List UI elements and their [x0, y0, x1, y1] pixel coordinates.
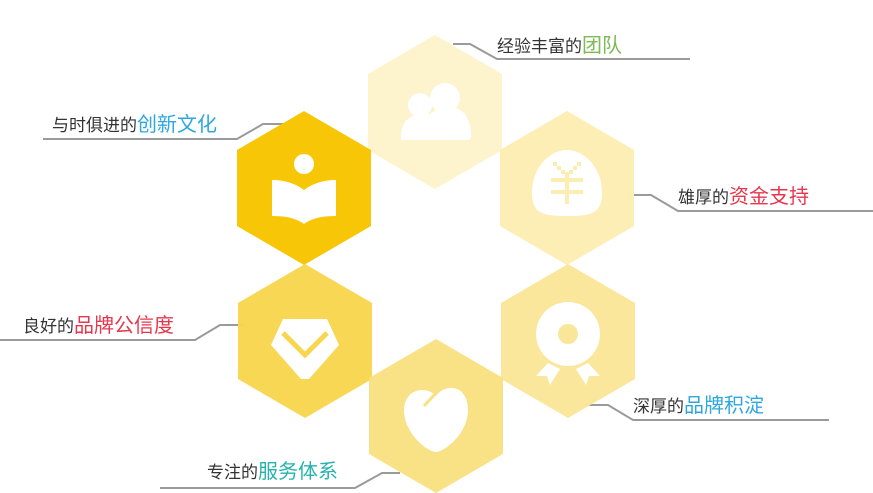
hex-team: [368, 35, 502, 189]
label-capital-highlight: 资金支持: [729, 184, 809, 208]
label-credibility-highlight: 品牌公信度: [74, 313, 174, 337]
hex-capital: [500, 111, 634, 265]
money-bag-yuan-icon: [532, 150, 602, 216]
heart-icon: [404, 388, 468, 452]
label-innovation-highlight: 创新文化: [137, 112, 217, 136]
label-credibility-prefix: 良好的: [23, 317, 74, 337]
label-team: 经验丰富的团队: [497, 34, 622, 58]
label-brand: 深厚的品牌积淀: [633, 394, 764, 418]
label-team-prefix: 经验丰富的: [497, 37, 582, 57]
leader-line-service: [160, 472, 400, 489]
hex-brand: [501, 264, 635, 418]
hex-innovation: [237, 111, 371, 265]
label-brand-prefix: 深厚的: [633, 397, 684, 417]
label-capital-prefix: 雄厚的: [678, 188, 729, 208]
hex-credibility: [238, 264, 372, 418]
label-brand-highlight: 品牌积淀: [684, 393, 764, 417]
users-icon: [401, 83, 471, 140]
label-credibility: 良好的品牌公信度: [23, 314, 174, 338]
leader-line-team: [453, 43, 690, 60]
label-innovation: 与时俱进的创新文化: [52, 113, 217, 137]
hex-service: [369, 339, 503, 493]
leader-line-credibility: [0, 324, 245, 341]
label-service-prefix: 专注的: [207, 463, 258, 483]
label-team-highlight: 团队: [582, 33, 622, 57]
leader-line-innovation: [43, 123, 290, 140]
label-service-highlight: 服务体系: [258, 459, 338, 483]
award-ribbon-icon: [536, 302, 600, 385]
leader-lines: [0, 43, 873, 489]
label-capital: 雄厚的资金支持: [678, 185, 809, 209]
leader-line-brand: [585, 404, 829, 421]
label-service: 专注的服务体系: [207, 460, 338, 484]
leader-line-capital: [630, 194, 873, 212]
label-innovation-prefix: 与时俱进的: [52, 116, 137, 136]
reading-book-icon: [272, 154, 336, 224]
diamond-check-icon: [271, 319, 339, 379]
